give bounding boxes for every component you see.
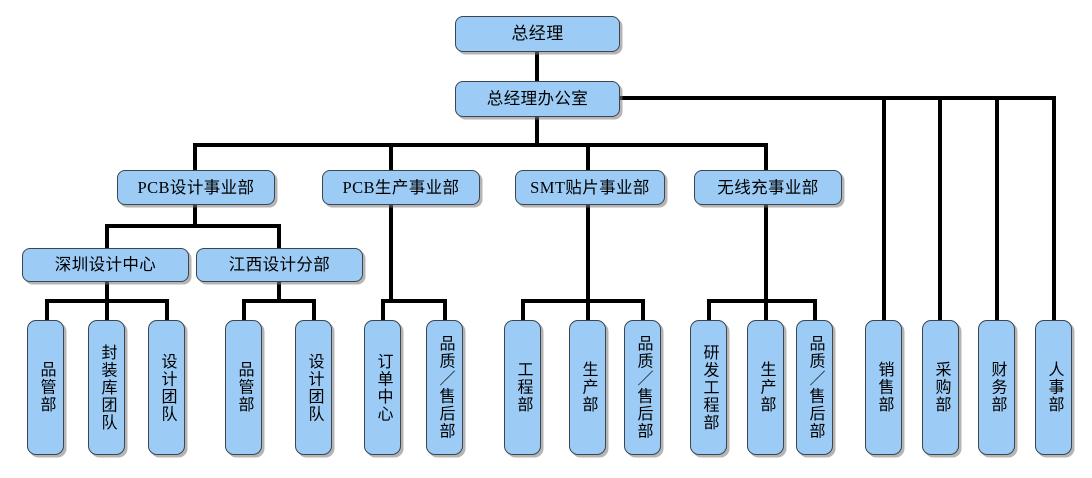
- node-label: PCB生产事业部: [342, 177, 460, 197]
- connector-jx-leaf-bus: [242, 299, 316, 303]
- node-label: 江西设计分部: [228, 255, 331, 275]
- node-wireless-quality-aftersales[interactable]: 品质／售后部: [796, 320, 833, 455]
- connector-drop-jx-quality: [242, 299, 246, 321]
- connector-drop-jx-center: [277, 224, 281, 249]
- node-label: 销售部: [875, 361, 893, 414]
- connector-office-right-bus: [610, 96, 1056, 100]
- node-sz-package-library-team[interactable]: 封装库团队: [88, 320, 125, 455]
- connector-drop-hr: [1052, 96, 1056, 324]
- connector-drop-pm-quality: [443, 299, 447, 321]
- node-label: 深圳设计中心: [54, 255, 157, 275]
- connector-drop-wl-rd: [707, 299, 711, 321]
- connector-drop-sz-library: [105, 299, 109, 321]
- node-division-pcb-design[interactable]: PCB设计事业部: [117, 170, 275, 205]
- node-label: 设计团队: [158, 352, 176, 423]
- node-division-smt[interactable]: SMT贴片事业部: [515, 170, 665, 205]
- connector-smt-stub: [586, 204, 590, 301]
- node-sz-design-team[interactable]: 设计团队: [148, 320, 185, 455]
- connector-office-stub: [535, 115, 539, 146]
- connector-pcbmanu-stub: [389, 204, 393, 301]
- connector-drop-pcb-manu: [389, 143, 393, 171]
- node-label: 品质／售后部: [436, 335, 454, 440]
- node-jiangxi-design-branch[interactable]: 江西设计分部: [196, 248, 363, 282]
- connector-drop-wl-production: [764, 299, 768, 321]
- node-label: 生产部: [757, 361, 775, 414]
- node-smt-quality-aftersales[interactable]: 品质／售后部: [624, 320, 661, 455]
- node-label: 无线充事业部: [717, 177, 819, 197]
- node-jx-design-team[interactable]: 设计团队: [295, 320, 332, 455]
- node-pcbmanu-quality-aftersales[interactable]: 品质／售后部: [426, 320, 463, 455]
- connector-wireless-leaf-bus: [707, 299, 817, 303]
- node-label: 封装库团队: [98, 343, 116, 432]
- node-sales-department[interactable]: 销售部: [865, 320, 902, 455]
- connector-sz-stub: [105, 281, 109, 301]
- node-label: 人事部: [1045, 361, 1063, 414]
- node-general-manager[interactable]: 总经理: [455, 16, 620, 52]
- connector-design-center-bus: [105, 224, 281, 228]
- node-wireless-rd-engineering[interactable]: 研发工程部: [690, 320, 727, 455]
- connector-drop-smt: [586, 143, 590, 171]
- node-label: 品质／售后部: [806, 335, 824, 440]
- node-label: 设计团队: [305, 352, 323, 423]
- connector-drop-pcb-design: [193, 143, 197, 171]
- node-label: 品质／售后部: [634, 335, 652, 440]
- node-sz-quality-department[interactable]: 品管部: [27, 320, 64, 455]
- connector-wireless-stub: [764, 204, 768, 301]
- node-division-pcb-manufacturing[interactable]: PCB生产事业部: [322, 170, 480, 205]
- connector-pcbdesign-stub: [193, 204, 197, 226]
- node-label: SMT贴片事业部: [530, 177, 650, 197]
- connector-division-bus: [193, 143, 768, 147]
- node-label: 品管部: [37, 361, 55, 414]
- node-label: PCB设计事业部: [137, 177, 255, 197]
- node-finance-department[interactable]: 财务部: [978, 320, 1015, 455]
- node-label: 研发工程部: [700, 343, 718, 432]
- connector-drop-wl-quality: [813, 299, 817, 321]
- connector-drop-sz-center: [105, 224, 109, 249]
- connector-smt-leaf-bus: [521, 299, 645, 303]
- node-label: 生产部: [579, 361, 597, 414]
- connector-drop-sz-design: [165, 299, 169, 321]
- connector-drop-finance: [995, 96, 999, 324]
- node-label: 总经理办公室: [486, 89, 589, 109]
- node-purchasing-department[interactable]: 采购部: [922, 320, 959, 455]
- node-wireless-production-department[interactable]: 生产部: [747, 320, 784, 455]
- node-hr-department[interactable]: 人事部: [1035, 320, 1072, 455]
- node-jx-quality-department[interactable]: 品管部: [225, 320, 262, 455]
- node-label: 总经理: [511, 23, 564, 43]
- connector-drop-smt-production: [586, 299, 590, 321]
- connector-drop-pm-order: [381, 299, 385, 321]
- connector-drop-smt-engineering: [521, 299, 525, 321]
- connector-drop-smt-quality: [641, 299, 645, 321]
- node-label: 工程部: [514, 361, 532, 414]
- connector-drop-sales: [882, 96, 886, 324]
- connector-pcbmanu-leaf-bus: [381, 299, 447, 303]
- node-label: 采购部: [932, 361, 950, 414]
- node-label: 订单中心: [374, 352, 392, 423]
- node-smt-engineering-department[interactable]: 工程部: [504, 320, 541, 455]
- node-label: 品管部: [235, 361, 253, 414]
- connector-jx-stub: [277, 281, 281, 301]
- node-smt-production-department[interactable]: 生产部: [569, 320, 606, 455]
- node-shenzhen-design-center[interactable]: 深圳设计中心: [22, 248, 189, 282]
- connector-drop-purchasing: [938, 96, 942, 324]
- connector-drop-sz-quality: [45, 299, 49, 321]
- node-order-center[interactable]: 订单中心: [364, 320, 401, 455]
- node-label: 财务部: [988, 361, 1006, 414]
- connector-drop-jx-design: [312, 299, 316, 321]
- connector-root-to-office: [535, 50, 539, 82]
- connector-drop-wireless: [764, 143, 768, 171]
- node-gm-office[interactable]: 总经理办公室: [455, 81, 620, 117]
- node-division-wireless-charging[interactable]: 无线充事业部: [694, 170, 842, 205]
